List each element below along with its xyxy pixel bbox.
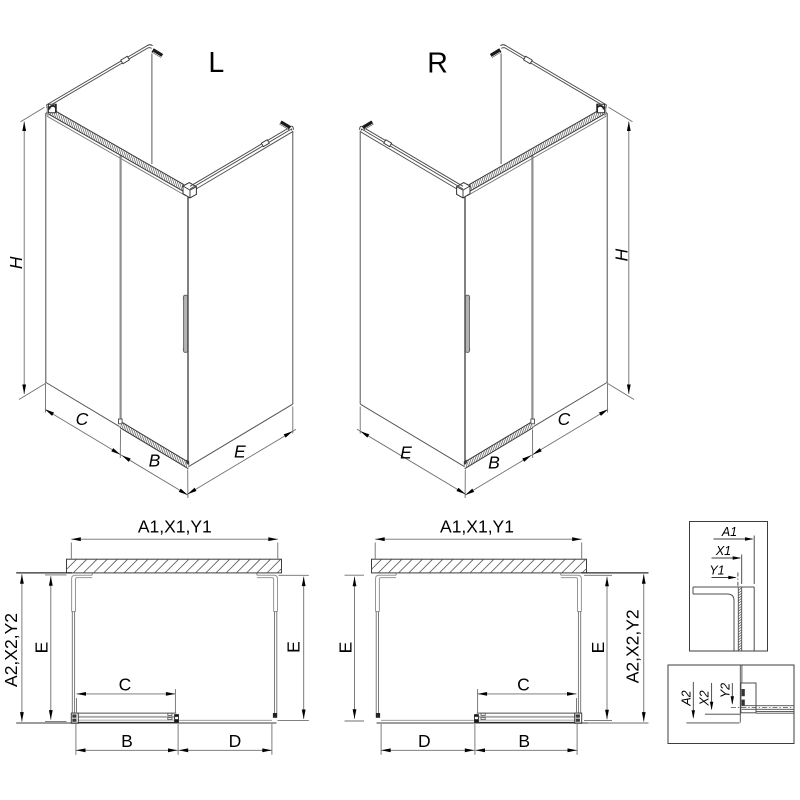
svg-text:E: E (336, 642, 356, 654)
svg-text:A2: A2 (679, 690, 693, 706)
svg-text:A2,X2,Y2: A2,X2,Y2 (1, 613, 21, 687)
svg-text:B: B (488, 453, 500, 473)
svg-text:C: C (76, 409, 89, 429)
svg-text:X2: X2 (698, 690, 712, 706)
svg-text:A1,X1,Y1: A1,X1,Y1 (138, 517, 212, 537)
svg-text:B: B (149, 451, 161, 471)
svg-text:E: E (400, 443, 412, 463)
svg-text:E: E (284, 641, 304, 653)
svg-text:Y1: Y1 (709, 564, 724, 578)
svg-text:L: L (208, 47, 224, 79)
svg-text:B: B (518, 731, 530, 751)
svg-text:A1,X1,Y1: A1,X1,Y1 (440, 517, 514, 537)
svg-text:Y2: Y2 (718, 683, 732, 698)
svg-text:E: E (234, 441, 246, 461)
svg-text:D: D (418, 731, 431, 751)
svg-text:R: R (427, 47, 448, 79)
svg-text:H: H (6, 256, 26, 269)
svg-text:B: B (121, 731, 133, 751)
svg-text:E: E (588, 642, 608, 654)
svg-text:D: D (229, 731, 242, 751)
svg-text:C: C (119, 674, 132, 694)
svg-text:A2,X2,Y2: A2,X2,Y2 (623, 609, 643, 683)
svg-text:E: E (32, 642, 52, 654)
svg-text:X1: X1 (715, 544, 731, 558)
svg-text:A1: A1 (721, 525, 737, 539)
svg-text:C: C (517, 674, 530, 694)
svg-text:H: H (611, 248, 631, 261)
svg-text:C: C (558, 409, 571, 429)
